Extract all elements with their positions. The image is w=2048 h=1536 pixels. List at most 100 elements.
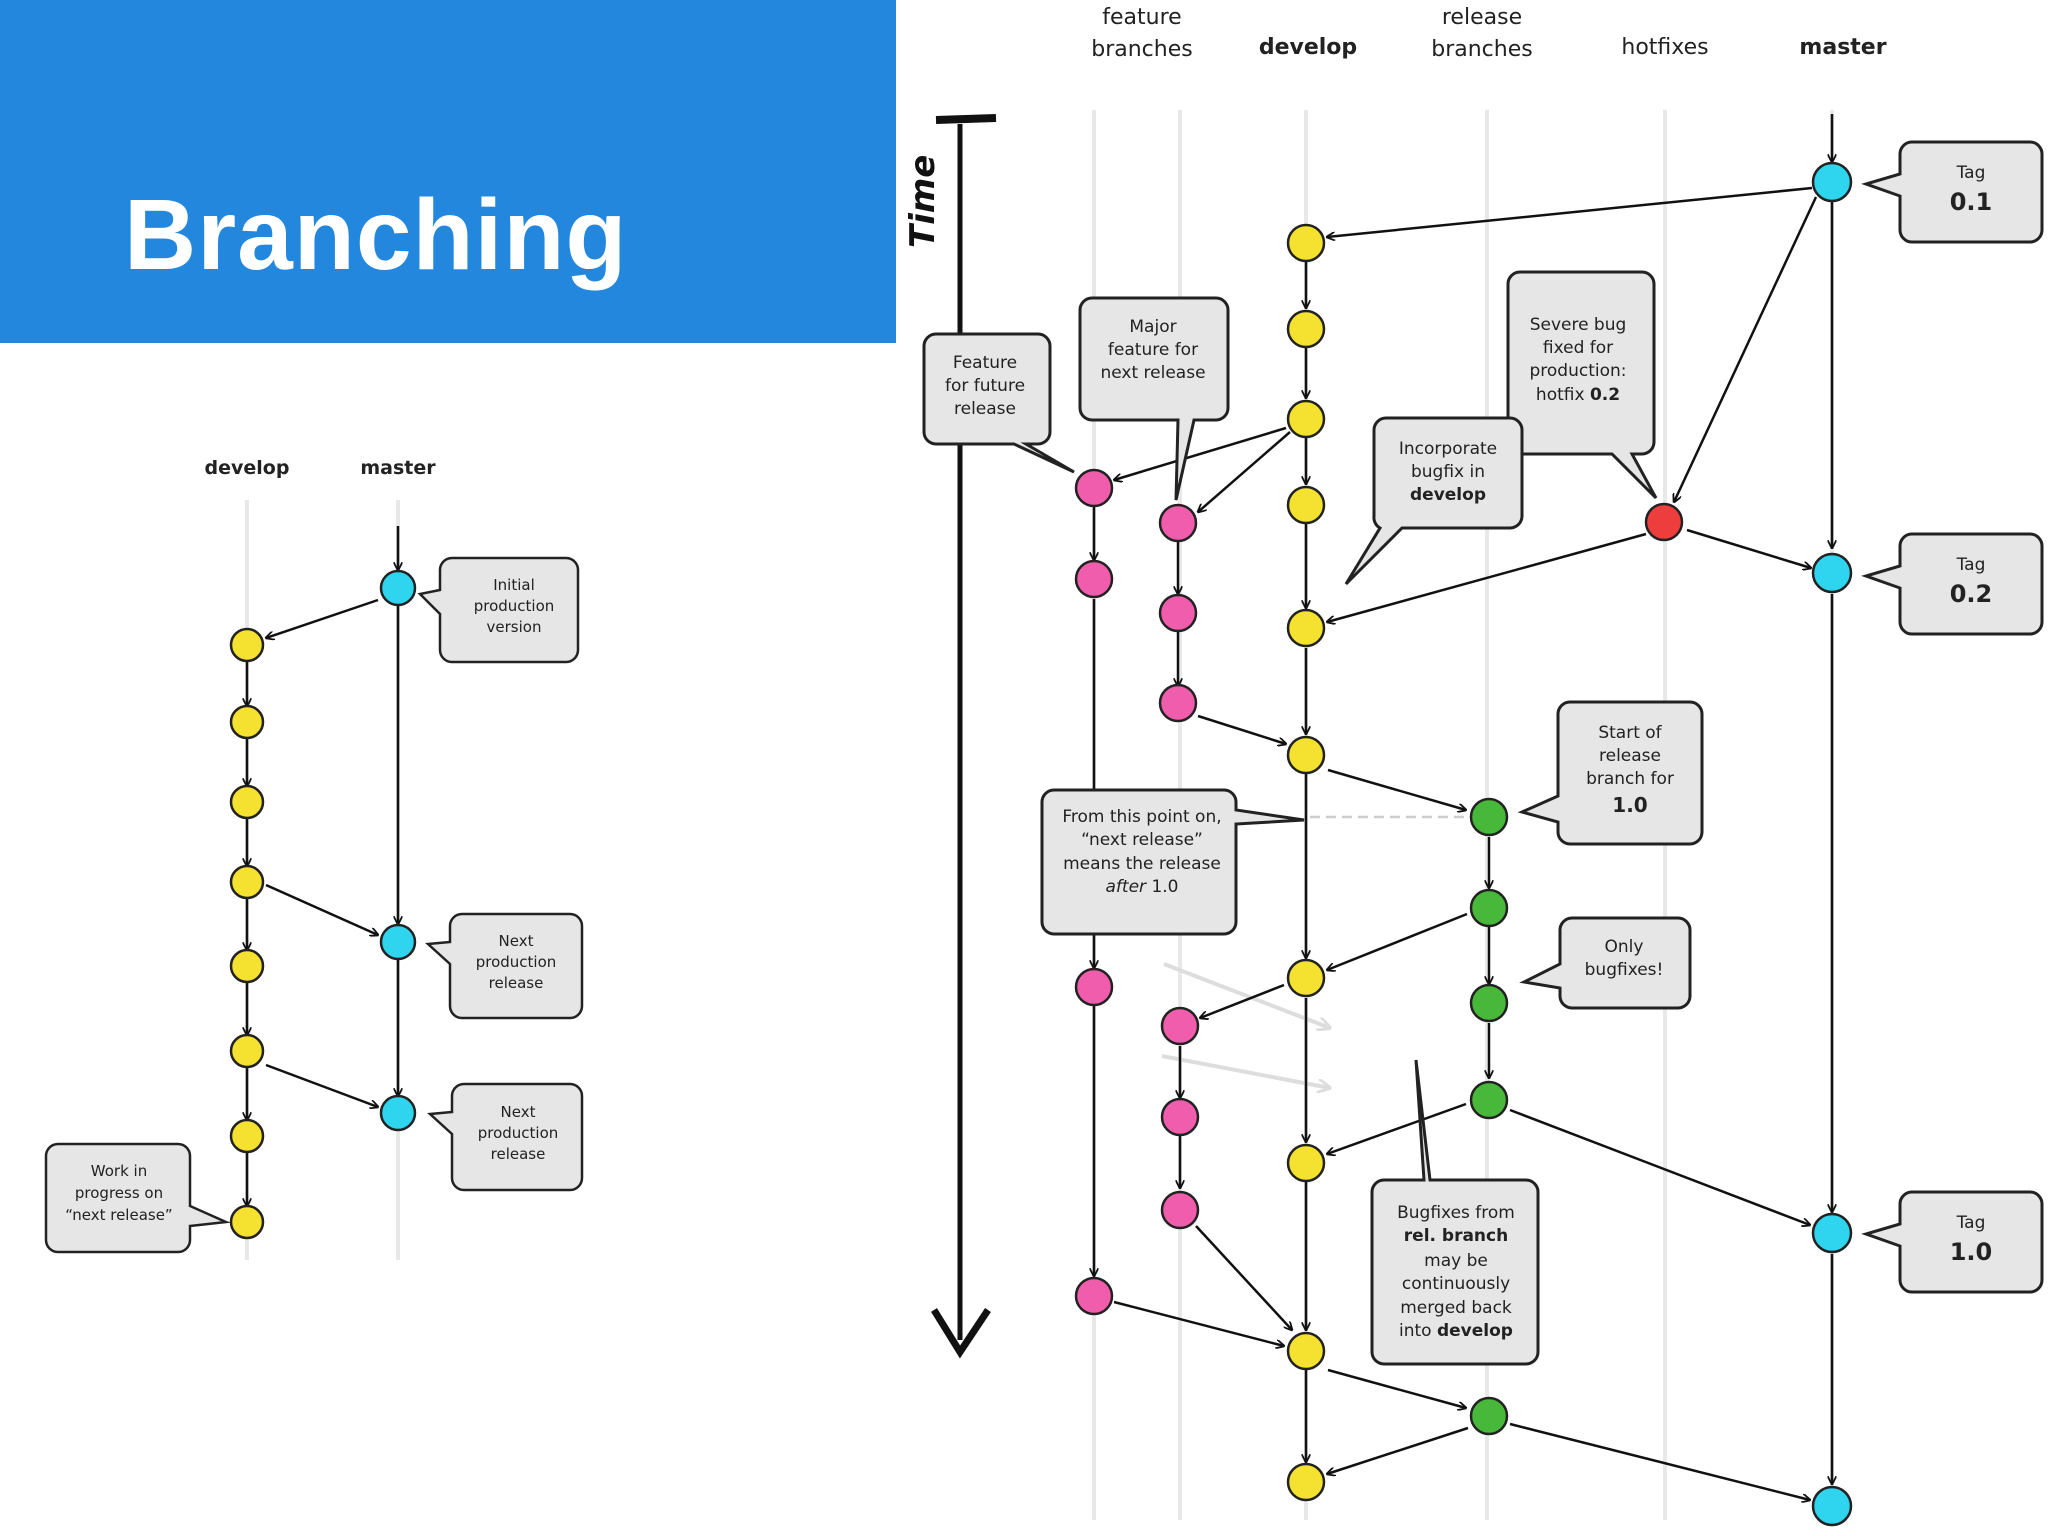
note-bugfixes-from-release: Bugfixes from rel. branch may be continu…: [1370, 1059, 1540, 1366]
note-only-bugfixes: Only bugfixes!: [1519, 916, 1692, 1010]
commit: [1074, 468, 1114, 508]
commit: [229, 1033, 265, 1069]
small-master-header: master: [360, 457, 436, 479]
title-banner: Branching: [0, 0, 896, 343]
svg-text:release: release: [489, 974, 544, 992]
commit: [1811, 161, 1853, 203]
large-diagram: feature branches develop release branche…: [903, 5, 2044, 1527]
small-develop-header: develop: [205, 457, 290, 479]
commit: [1158, 683, 1198, 723]
commit: [1286, 735, 1326, 775]
feature-chain-2: [1178, 542, 1180, 1188]
svg-text:0.2: 0.2: [1950, 580, 1993, 608]
svg-text:Severe bug: Severe bug: [1530, 315, 1627, 335]
note-next-production-2: Next production release: [427, 1082, 584, 1192]
svg-text:fixed for: fixed for: [1543, 338, 1613, 358]
svg-text:production:: production:: [1529, 361, 1626, 381]
time-axis: Time: [903, 114, 997, 1359]
svg-text:0.1: 0.1: [1950, 188, 1993, 216]
svg-text:continuously: continuously: [1402, 1274, 1510, 1294]
note-initial-production: Initial production version: [417, 556, 580, 664]
develop-commits: [1286, 223, 1326, 1502]
svg-text:release: release: [954, 399, 1016, 419]
header-feature-2: branches: [1091, 37, 1192, 62]
commit: [1286, 1331, 1326, 1371]
hotfix-commits: [1644, 502, 1684, 542]
svg-text:bugfix in: bugfix in: [1411, 462, 1485, 482]
tag-0-1: Tag 0.1: [1861, 140, 2044, 244]
svg-text:“next release”: “next release”: [65, 1206, 172, 1224]
header-feature-1: feature: [1102, 5, 1181, 30]
svg-text:branch for: branch for: [1586, 769, 1674, 789]
commit: [1286, 608, 1326, 648]
svg-text:Tag: Tag: [1956, 1213, 1986, 1233]
commit: [1286, 399, 1326, 439]
svg-text:production: production: [476, 953, 557, 971]
commit: [229, 864, 265, 900]
commit: [379, 569, 417, 607]
commit: [1286, 1462, 1326, 1502]
svg-text:release: release: [491, 1145, 546, 1163]
note-work-in-progress: Work in progress on “next release”: [44, 1142, 231, 1254]
header-hotfixes: hotfixes: [1621, 35, 1708, 60]
svg-text:feature for: feature for: [1108, 340, 1198, 360]
svg-text:Initial: Initial: [493, 576, 535, 594]
merge-edges: [1114, 186, 1818, 1500]
svg-text:“next release”: “next release”: [1081, 830, 1203, 850]
svg-text:into develop: into develop: [1399, 1321, 1513, 1341]
commit: [1286, 1143, 1326, 1183]
svg-text:Next: Next: [501, 1103, 536, 1121]
tag-1-0: Tag 1.0: [1861, 1190, 2044, 1294]
note-from-this-point: From this point on, “next release” means…: [1040, 788, 1305, 936]
svg-text:for future: for future: [945, 376, 1025, 396]
svg-text:1.0: 1.0: [1612, 793, 1647, 817]
small-diagram: develop master: [44, 457, 584, 1260]
commit: [1158, 503, 1198, 543]
note-severe-bug: Severe bug fixed for production: hotfix …: [1506, 270, 1658, 500]
commit: [1286, 958, 1326, 998]
svg-text:version: version: [487, 618, 542, 636]
commit: [1286, 485, 1326, 525]
svg-text:Work in: Work in: [91, 1162, 147, 1180]
svg-text:may be: may be: [1424, 1251, 1488, 1271]
commit: [1160, 1190, 1200, 1230]
faded-merge-arrows: [1161, 962, 1330, 1088]
commit: [1286, 223, 1326, 263]
commit: [229, 627, 265, 663]
svg-text:1.0: 1.0: [1950, 1238, 1993, 1266]
slide-title: Branching: [124, 179, 628, 291]
commit: [1158, 593, 1198, 633]
svg-text:Bugfixes from: Bugfixes from: [1397, 1203, 1515, 1223]
note-major-feature: Major feature for next release: [1078, 296, 1230, 501]
header-release-1: release: [1442, 5, 1522, 30]
release-commits: [1469, 797, 1509, 1436]
small-merge-edges: [266, 598, 378, 1107]
svg-text:Start of: Start of: [1598, 723, 1662, 743]
commit: [229, 704, 265, 740]
svg-text:Major: Major: [1129, 317, 1176, 337]
commit: [1469, 1396, 1509, 1436]
commit: [1811, 1212, 1853, 1254]
svg-text:next release: next release: [1100, 363, 1205, 383]
svg-text:hotfix 0.2: hotfix 0.2: [1536, 385, 1620, 405]
commit: [1074, 559, 1114, 599]
small-master-commits: [379, 569, 417, 1132]
note-incorporate-bugfix: Incorporate bugfix in develop: [1344, 416, 1524, 586]
svg-text:Feature: Feature: [953, 353, 1017, 373]
svg-text:merged back: merged back: [1400, 1298, 1512, 1318]
commit: [1811, 552, 1853, 594]
svg-text:means the release: means the release: [1063, 854, 1221, 874]
note-start-release: Start of release branch for 1.0: [1517, 700, 1704, 846]
note-next-production-1: Next production release: [425, 912, 584, 1020]
svg-text:From this point on,: From this point on,: [1062, 807, 1221, 827]
header-develop: develop: [1259, 35, 1357, 60]
commit: [229, 1204, 265, 1240]
commit: [1469, 1080, 1509, 1120]
commit: [379, 1094, 417, 1132]
commit: [1644, 502, 1684, 542]
commit: [229, 784, 265, 820]
commit: [1160, 1006, 1200, 1046]
commit: [229, 1118, 265, 1154]
svg-text:develop: develop: [1410, 485, 1486, 505]
